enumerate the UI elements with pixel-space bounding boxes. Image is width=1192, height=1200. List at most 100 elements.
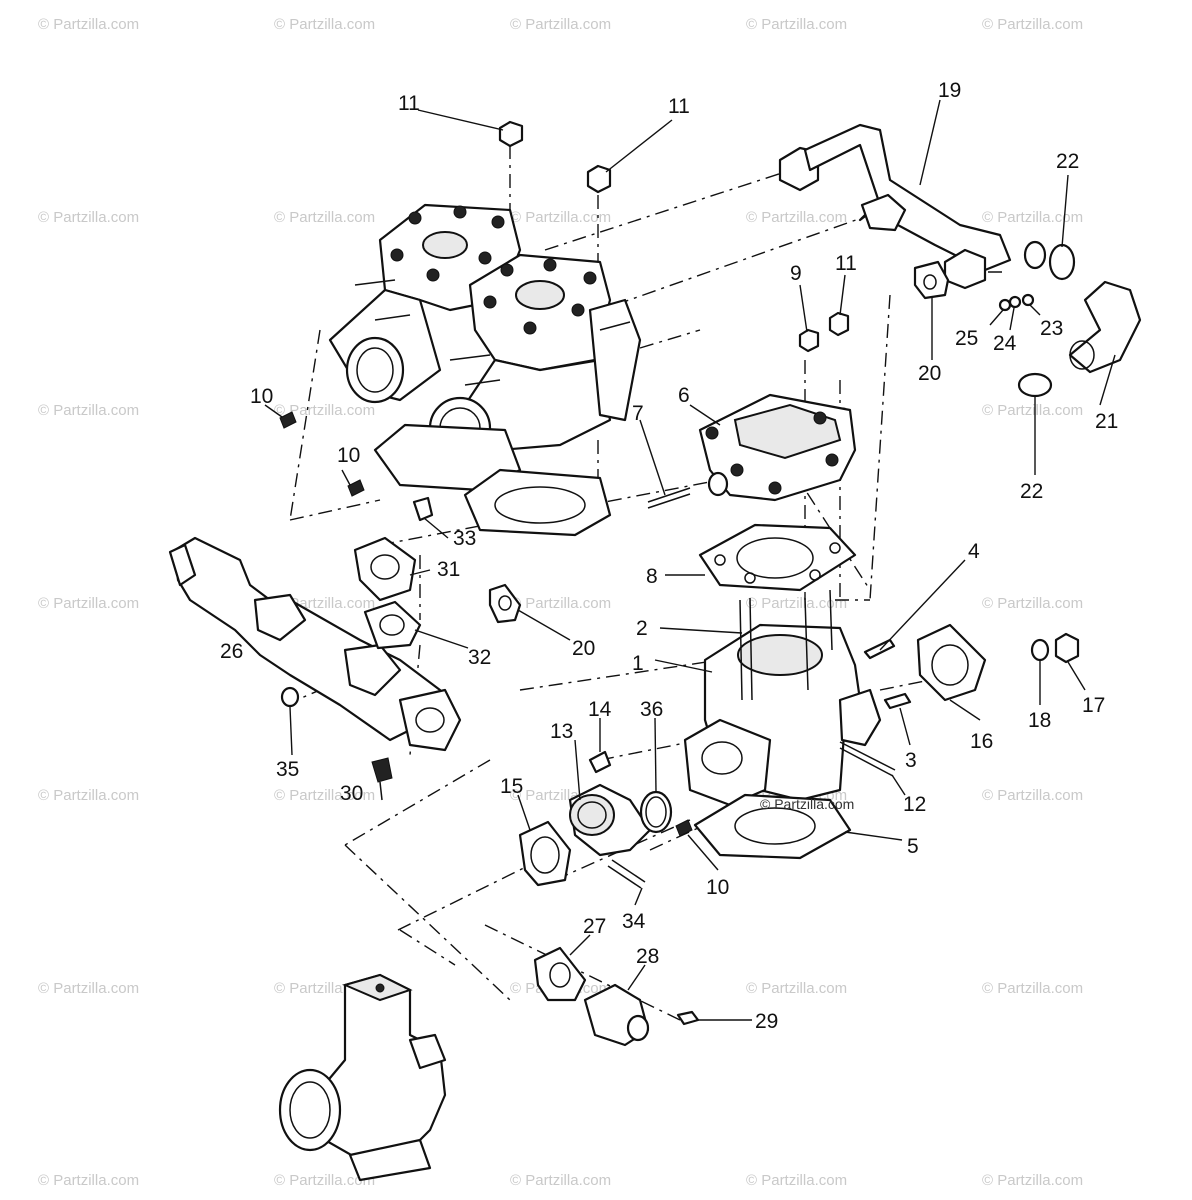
callout-6: 6: [678, 384, 690, 407]
callout-29: 29: [755, 1010, 778, 1033]
callout-22-bottom: 22: [1020, 480, 1043, 503]
watermark-text: © Partzilla.com: [38, 209, 140, 226]
callout-20-left: 20: [572, 637, 595, 660]
callout-34: 34: [622, 910, 646, 933]
cylinder-1: [683, 589, 882, 807]
clamp-22-bottom: [1017, 372, 1053, 398]
exhaust-gasket-16: [916, 623, 987, 702]
watermark-text: © Partzilla.com: [982, 16, 1084, 33]
stud-12: [839, 741, 896, 777]
watermark-text: © Partzilla.com: [510, 595, 612, 612]
watermark-text: © Partzilla.com: [982, 1172, 1084, 1189]
callout-5: 5: [907, 835, 919, 858]
plug-35: [280, 686, 300, 708]
screw-29: [676, 1010, 700, 1026]
clip-10-upper: [279, 411, 297, 429]
gasket-27: [533, 946, 587, 1002]
washer-18: [1030, 638, 1050, 662]
intake-manifold-26: [168, 536, 462, 752]
callout-11-a: 11: [398, 92, 420, 115]
bolt-4: [863, 638, 896, 660]
watermark-text: © Partzilla.com: [982, 787, 1084, 804]
callout-9: 9: [790, 262, 802, 285]
callout-27: 27: [583, 915, 606, 938]
callout-11-b: 11: [668, 95, 690, 118]
watermark-text: © Partzilla.com: [38, 1172, 140, 1189]
callout-10-b: 10: [337, 444, 360, 467]
callout-14: 14: [588, 698, 612, 721]
callout-26: 26: [220, 640, 243, 663]
callout-7: 7: [632, 402, 644, 425]
watermark-text: © Partzilla.com: [38, 787, 140, 804]
watermark-text: © Partzilla.com: [746, 209, 848, 226]
callout-28: 28: [636, 945, 659, 968]
watermark-text: © Partzilla.com: [746, 980, 848, 997]
gasket-32: [363, 600, 422, 650]
watermark-text: © Partzilla.com: [510, 1172, 612, 1189]
clip-10-center: [675, 819, 693, 837]
watermark-text: © Partzilla.com: [38, 402, 140, 419]
callout-35: 35: [276, 758, 299, 781]
callout-10-a: 10: [250, 385, 273, 408]
watermark-text: © Partzilla.com: [982, 209, 1084, 226]
watermark-text: © Partzilla.com: [38, 16, 140, 33]
callout-4: 4: [968, 540, 980, 563]
callout-25: 25: [955, 327, 978, 350]
manifold-gasket-31: [353, 536, 417, 602]
callout-3: 3: [905, 749, 917, 772]
leader-lines: [264, 99, 1116, 1021]
gasket-20-left: [488, 583, 522, 624]
watermark-text: © Partzilla.com: [510, 16, 612, 33]
stud-7: [647, 487, 691, 509]
twin-cylinder-assembly: [328, 203, 642, 537]
small-hardware-23-25: [998, 293, 1035, 312]
watermark-text: © Partzilla.com: [746, 1172, 848, 1189]
callout-24: 24: [993, 332, 1017, 355]
carburetor: [278, 973, 447, 1182]
watermark-text: © Partzilla.com: [510, 209, 612, 226]
callout-22-top: 22: [1056, 150, 1079, 173]
callout-33: 33: [453, 527, 476, 550]
watermark-text: © Partzilla.com: [982, 402, 1084, 419]
callout-labels: 11 11 19 22 9 11 25 24 23 20 21 22 10 6 …: [220, 79, 1118, 1033]
callout-31: 31: [437, 558, 460, 581]
clip-10-lower: [347, 479, 365, 497]
plug-33: [412, 496, 434, 522]
bolt-14: [588, 750, 612, 774]
intake-boot-13: [568, 783, 652, 857]
clamp-22-top: [1048, 243, 1076, 281]
callout-2: 2: [636, 617, 648, 640]
watermark-text: © Partzilla.com: [38, 980, 140, 997]
callout-10-c: 10: [706, 876, 729, 899]
callout-17: 17: [1082, 694, 1105, 717]
callout-1: 1: [632, 652, 644, 675]
hose-21: [1068, 280, 1142, 374]
exhaust-tube: [778, 123, 1047, 290]
watermark-text: © Partzilla.com: [274, 402, 376, 419]
stud-3: [883, 692, 912, 710]
watermark-text: © Partzilla.com: [746, 16, 848, 33]
watermark-text: © Partzilla.com: [982, 595, 1084, 612]
sensor-30: [371, 757, 393, 801]
nut-11-right: [828, 311, 850, 337]
bolt-34: [607, 859, 646, 889]
center-watermark: © Partzilla.com: [760, 796, 854, 812]
fitting-28: [583, 983, 650, 1047]
cylinder-head-6: [698, 393, 857, 502]
clamp-15: [518, 820, 572, 887]
callout-32: 32: [468, 646, 491, 669]
callout-18: 18: [1028, 709, 1051, 732]
seal-36: [639, 790, 673, 834]
watermark-text: © Partzilla.com: [274, 1172, 376, 1189]
watermark-text: © Partzilla.com: [274, 787, 376, 804]
callout-12: 12: [903, 793, 926, 816]
nut-11-left: [498, 120, 524, 148]
nut-9: [798, 328, 820, 353]
callout-11-c: 11: [835, 252, 857, 275]
callout-23: 23: [1040, 317, 1063, 340]
callout-16: 16: [970, 730, 993, 753]
watermark-text: © Partzilla.com: [274, 16, 376, 33]
callout-19: 19: [938, 79, 961, 102]
watermark-text: © Partzilla.com: [982, 980, 1084, 997]
